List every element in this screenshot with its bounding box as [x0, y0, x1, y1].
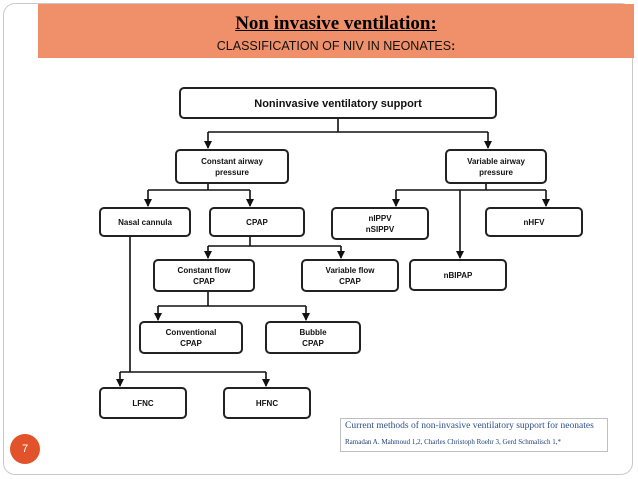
node-constant-flow-label-1: Constant flow [178, 266, 232, 275]
node-nbipap-label: nBIPAP [444, 271, 473, 280]
node-lfnc-label: LFNC [132, 399, 154, 408]
node-nasal-cannula-label: Nasal cannula [118, 218, 172, 227]
node-variable-flow-label-1: Variable flow [326, 266, 376, 275]
slide-title: Non invasive ventilation: [235, 13, 437, 34]
node-nhfv [485, 207, 583, 237]
node-hfnc-label: HFNC [256, 399, 278, 408]
connector-nasal-cannula-down [120, 236, 266, 373]
caption-title: Current methods of non-invasive ventilat… [345, 421, 594, 431]
figure-caption: Current methods of non-invasive ventilat… [340, 418, 608, 452]
node-constant-airway-label-2: pressure [215, 168, 249, 177]
slide-subtitle-text: CLASSIFICATION OF NIV IN NEONATES [216, 39, 452, 53]
node-conventional-label-2: CPAP [180, 339, 202, 348]
node-hfnc [223, 387, 311, 419]
node-root [179, 87, 497, 119]
connector-constant-flow-split [158, 291, 306, 307]
caption-authors: Ramadan A. Mahmoud 1,2, Charles Christop… [345, 438, 561, 446]
niv-classification-diagram: Noninvasive ventilatory support Constant… [99, 87, 583, 419]
node-constant-airway-label-1: Constant airway [201, 157, 263, 166]
connector-cpap-split [208, 236, 341, 247]
page-number-badge: 7 [10, 434, 40, 464]
node-variable-flow [301, 259, 399, 292]
node-variable-airway-label-1: Variable airway [467, 157, 525, 166]
node-nippv-label-2: nSIPPV [366, 225, 395, 234]
title-bar: Non invasive ventilation: CLASSIFICATION… [38, 4, 634, 58]
node-constant-flow [153, 259, 255, 292]
node-lfnc [99, 387, 187, 419]
connectors [116, 118, 550, 387]
node-constant-flow-label-2: CPAP [193, 277, 215, 286]
connector-constant-split [148, 183, 250, 191]
node-variable-flow-label-2: CPAP [339, 277, 361, 286]
node-cpap [209, 207, 305, 237]
node-bubble [265, 321, 361, 354]
node-conventional [139, 321, 243, 354]
node-bubble-label-2: CPAP [302, 339, 324, 348]
node-variable-airway [445, 149, 547, 184]
connector-root-split [208, 118, 488, 133]
node-nhfv-label: nHFV [524, 218, 546, 227]
node-nasal-cannula [99, 207, 191, 237]
slide-subtitle-colon: : [451, 39, 456, 53]
node-constant-airway [175, 149, 289, 184]
slide-subtitle: CLASSIFICATION OF NIV IN NEONATES: [38, 39, 634, 53]
node-cpap-label: CPAP [246, 218, 268, 227]
node-nippv-label-1: nIPPV [368, 214, 392, 223]
node-conventional-label-1: Conventional [166, 328, 217, 337]
node-variable-airway-label-2: pressure [479, 168, 513, 177]
node-root-label: Noninvasive ventilatory support [254, 98, 422, 110]
node-nippv [331, 207, 429, 240]
node-nbipap [409, 259, 507, 291]
node-bubble-label-1: Bubble [299, 328, 327, 337]
classification-figure: Noninvasive ventilatory support Constant… [58, 84, 606, 451]
connector-variable-split [396, 183, 546, 191]
